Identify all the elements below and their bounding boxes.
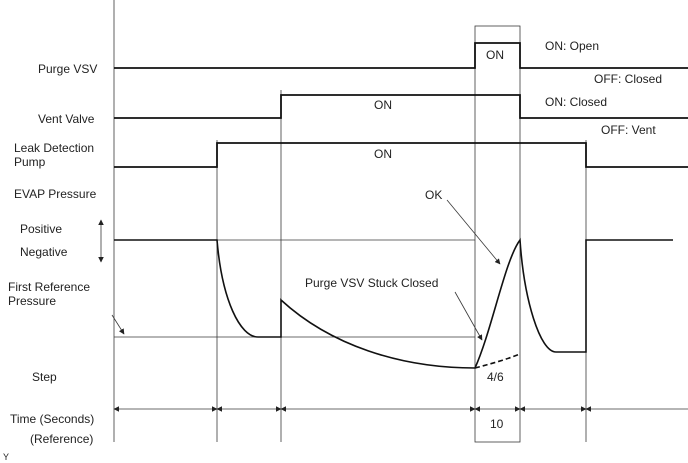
label-leak-pump-2: Pump [14, 155, 46, 169]
label-positive: Positive [20, 222, 62, 236]
label-purge-vsv: Purge VSV [38, 62, 97, 76]
label-step: Step [32, 370, 57, 384]
label-time-2: (Reference) [30, 432, 93, 446]
label-evap-pressure: EVAP Pressure [14, 187, 97, 201]
label-negative: Negative [20, 245, 68, 259]
pump-on-label: ON [374, 147, 392, 161]
evap-pressure-trace [114, 237, 673, 369]
ok-leader [446, 199, 501, 265]
ok-annotation: OK [425, 188, 442, 202]
purge-vsv-signal [114, 42, 688, 69]
stuck-closed-leader [454, 291, 483, 341]
vent-on-state: ON: Closed [545, 95, 607, 109]
leak-pump-signal [114, 142, 688, 168]
vent-valve-signal [114, 94, 688, 119]
label-time-1: Time (Seconds) [10, 412, 94, 426]
purge-on-label: ON [486, 48, 504, 62]
step-value: 4/6 [487, 370, 504, 384]
stuck-closed-trace [474, 353, 521, 369]
purge-off-state: OFF: Closed [594, 72, 662, 86]
label-first-reference-2: Pressure [8, 294, 56, 308]
vent-off-state: OFF: Vent [601, 123, 656, 137]
label-leak-pump-1: Leak Detection [14, 141, 94, 155]
label-first-reference-1: First Reference [8, 280, 90, 294]
corner-mark: Y [3, 452, 9, 462]
purge-on-state: ON: Open [545, 39, 599, 53]
vent-on-label: ON [374, 98, 392, 112]
stuck-closed-annotation: Purge VSV Stuck Closed [305, 276, 438, 290]
duration-value: 10 [490, 417, 504, 431]
label-vent-valve: Vent Valve [38, 112, 95, 126]
first-reference-leader [111, 314, 125, 335]
